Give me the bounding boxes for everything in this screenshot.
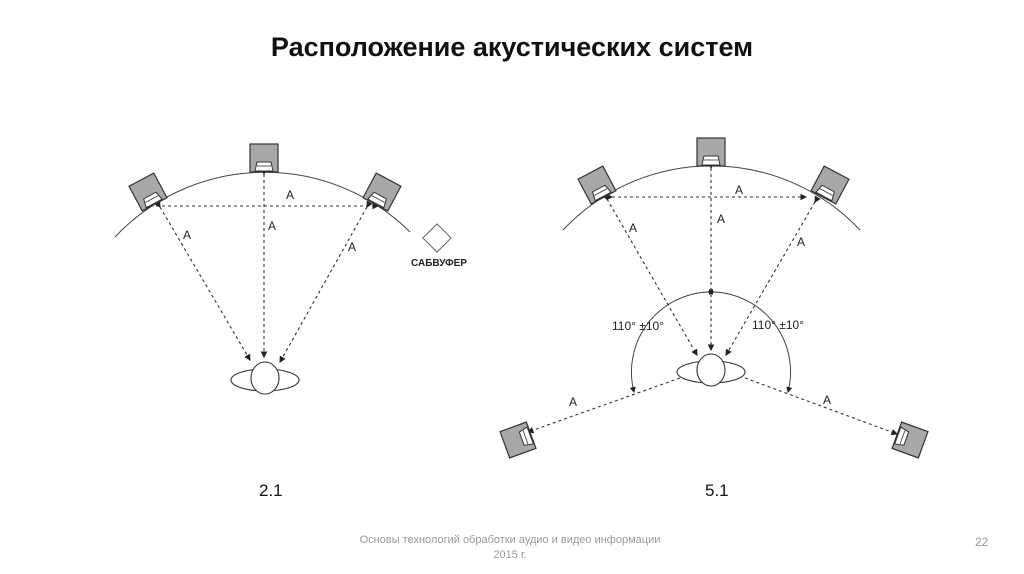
distance-line [279,200,373,363]
center-speaker-icon [249,143,279,173]
diagram-2-1: САБВУФЕР A A A A 2.1 [114,143,467,500]
footer-year: 2015 г. [493,549,527,561]
diagram-caption: 2.1 [259,481,283,500]
distance-label: A [569,395,577,409]
listening-arc [114,171,411,238]
distance-label: A [797,235,805,249]
slide-footer: Основы технологий обработки аудио и виде… [300,533,720,563]
page-number: 22 [975,535,989,549]
footer-course-title: Основы технологий обработки аудио и виде… [359,534,661,546]
distance-label: A [823,393,831,407]
distance-line [154,200,251,361]
subwoofer-label: САБВУФЕР [411,258,467,269]
right-speaker-icon [362,172,402,212]
distance-label: A [717,212,725,226]
listener-icon [230,361,300,395]
left-speaker-icon [128,172,168,212]
diagram-5-1: A A A A A A 110° ±10° 110° ±10° 5.1 [499,137,929,500]
distance-line [725,195,821,356]
angle-label: 110° ±10° [612,319,664,333]
rear-right-speaker-icon [891,421,929,459]
distance-label: A [629,221,637,235]
slide-title: Расположение акустических систем [270,32,754,62]
distance-line [744,377,899,436]
distance-label: A [183,228,191,242]
front-left-speaker-icon [577,165,617,205]
angle-label: 110° ±10° [752,318,804,332]
listener-icon [676,353,746,387]
diagram-caption: 5.1 [705,481,729,500]
front-right-speaker-icon [810,165,850,205]
center-speaker-icon [696,137,726,167]
distance-label: A [348,240,356,254]
distance-line [526,377,681,434]
rear-left-speaker-icon [499,421,537,459]
distance-label: A [286,188,294,202]
distance-label: A [735,183,743,197]
distance-line [601,192,698,356]
subwoofer-icon [422,223,452,253]
distance-label: A [268,219,276,233]
